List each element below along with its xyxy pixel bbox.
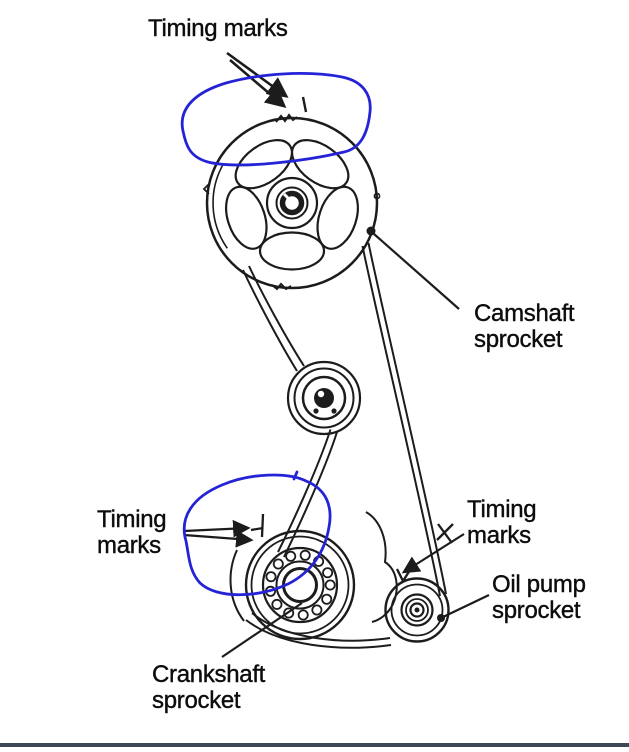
- camshaft-leader-line: [366, 226, 460, 310]
- label-timing-marks-top: Timing marks: [148, 15, 288, 42]
- oil-pump-leader-line: [437, 594, 490, 622]
- engine-housing-lines: [229, 511, 398, 623]
- camshaft-sprocket: [202, 96, 381, 291]
- crankshaft-sprocket: [244, 529, 356, 641]
- oil-pump-sprocket: [384, 577, 450, 643]
- blue-loop-crankshaft: [182, 473, 332, 597]
- bottom-separator: [0, 743, 629, 747]
- top-timing-arrows: [226, 51, 289, 109]
- timing-mark-ticks: [250, 513, 454, 584]
- label-crankshaft-sprocket: Crankshaft sprocket: [152, 661, 266, 714]
- right-timing-arrow: [401, 533, 465, 574]
- bearing-rollers: [264, 549, 336, 621]
- leader-lines-and-arrows: [183, 51, 490, 658]
- left-timing-arrows: [183, 519, 254, 548]
- label-timing-marks-right: Timing marks: [467, 496, 537, 549]
- label-oil-pump-sprocket: Oil pump sprocket: [492, 571, 586, 624]
- blue-loop-camshaft: [180, 72, 372, 167]
- blue-annotations: [180, 72, 372, 597]
- blue-loop-nub: [292, 470, 299, 481]
- tensioner-pulley: [286, 360, 362, 436]
- label-timing-marks-left: Timing marks: [97, 506, 167, 559]
- crankshaft-leader-line: [221, 602, 303, 658]
- timing-belt: [242, 242, 447, 649]
- label-camshaft-sprocket: Camshaft sprocket: [474, 300, 575, 353]
